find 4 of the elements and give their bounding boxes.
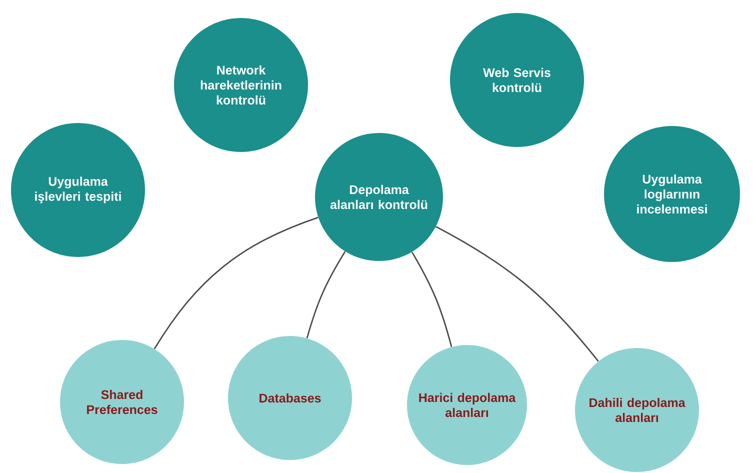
- connector-line: [436, 226, 599, 362]
- connector-line: [411, 252, 452, 347]
- connector-line: [154, 216, 318, 350]
- connector-line: [306, 251, 346, 338]
